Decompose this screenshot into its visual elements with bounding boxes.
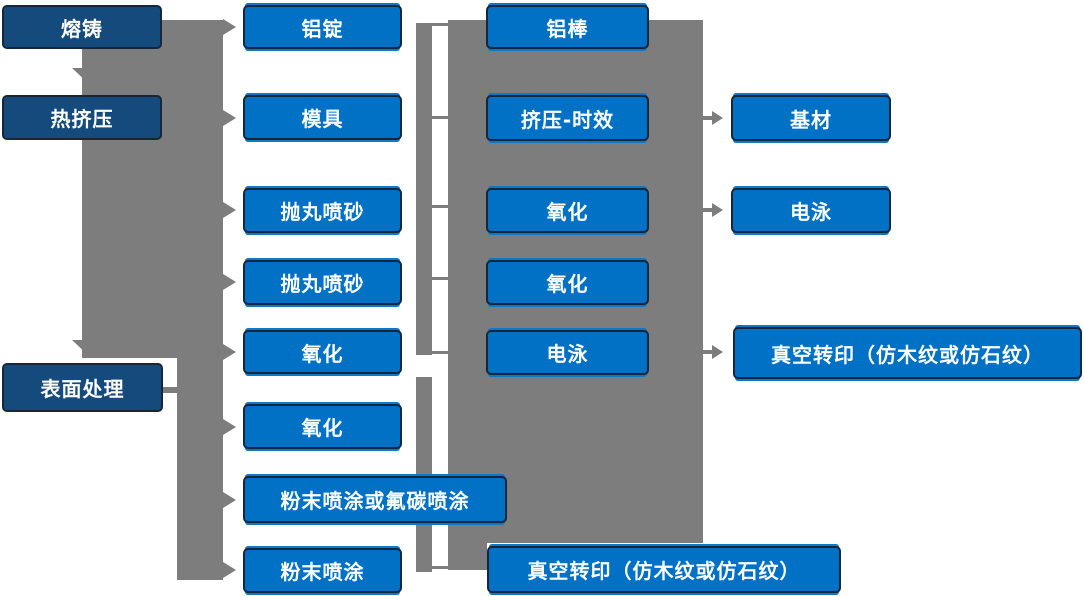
connector-row-line [430,351,448,354]
arrowhead-right-icon [223,344,236,360]
connector-center-block-foot [448,543,487,570]
node-mold: 模具 [243,95,402,140]
arrowhead-right-icon [223,274,236,290]
arrowhead-down-icon [72,340,106,356]
arrowhead-right-icon [712,345,723,359]
connector-row-line [430,23,448,26]
connector-mid-bar-lower [416,377,432,572]
node-shot-blasting-sandblasting: 抛丸喷砂 [243,260,402,305]
node-oxidation: 氧化 [486,260,649,305]
node-extrusion-aging: 挤压-时效 [486,95,649,141]
node-aluminum-rod: 铝棒 [486,5,649,49]
arrowhead-right-icon [712,203,723,217]
connector-output-stub [703,208,712,212]
node-shot-blasting-sandblasting: 抛丸喷砂 [243,188,402,233]
connector-stage-band-lower [177,358,223,580]
node-electrophoresis: 电泳 [486,330,649,375]
connector-row-line [430,205,448,208]
node-vacuum-transfer-print: 真空转印（仿木纹或仿石纹） [733,327,1082,379]
arrowhead-down-icon [72,68,106,84]
node-oxidation: 氧化 [243,404,402,449]
arrowhead-right-icon [223,19,236,35]
node-aluminum-ingot: 铝锭 [243,5,402,49]
node-powder-or-fluorocarbon-spray: 粉末喷涂或氟碳喷涂 [243,476,507,523]
connector-mid-bar-upper [416,23,432,355]
node-surface-treatment: 表面处理 [2,363,163,412]
connector-output-stub [703,350,712,354]
arrowhead-right-icon [223,202,236,218]
node-powder-spray: 粉末喷涂 [243,548,402,593]
arrowhead-right-icon [223,492,236,508]
node-vacuum-transfer-print: 真空转印（仿木纹或仿石纹） [487,546,841,593]
arrowhead-right-icon [223,419,236,435]
arrowhead-right-icon [223,110,236,126]
node-melting-casting: 熔铸 [2,5,162,49]
node-oxidation: 氧化 [486,188,649,233]
arrowhead-right-icon [712,111,723,125]
node-hot-extrusion: 热挤压 [2,95,162,140]
arrowhead-right-icon [223,562,236,578]
connector-row-line [430,566,450,569]
connector-surface-treatment-stub [162,387,177,393]
node-substrate: 基材 [731,95,891,141]
connector-row-line [430,277,448,280]
node-electrophoresis: 电泳 [731,188,891,233]
connector-output-stub [703,116,712,120]
node-oxidation: 氧化 [243,330,402,374]
connector-row-line [430,116,448,119]
